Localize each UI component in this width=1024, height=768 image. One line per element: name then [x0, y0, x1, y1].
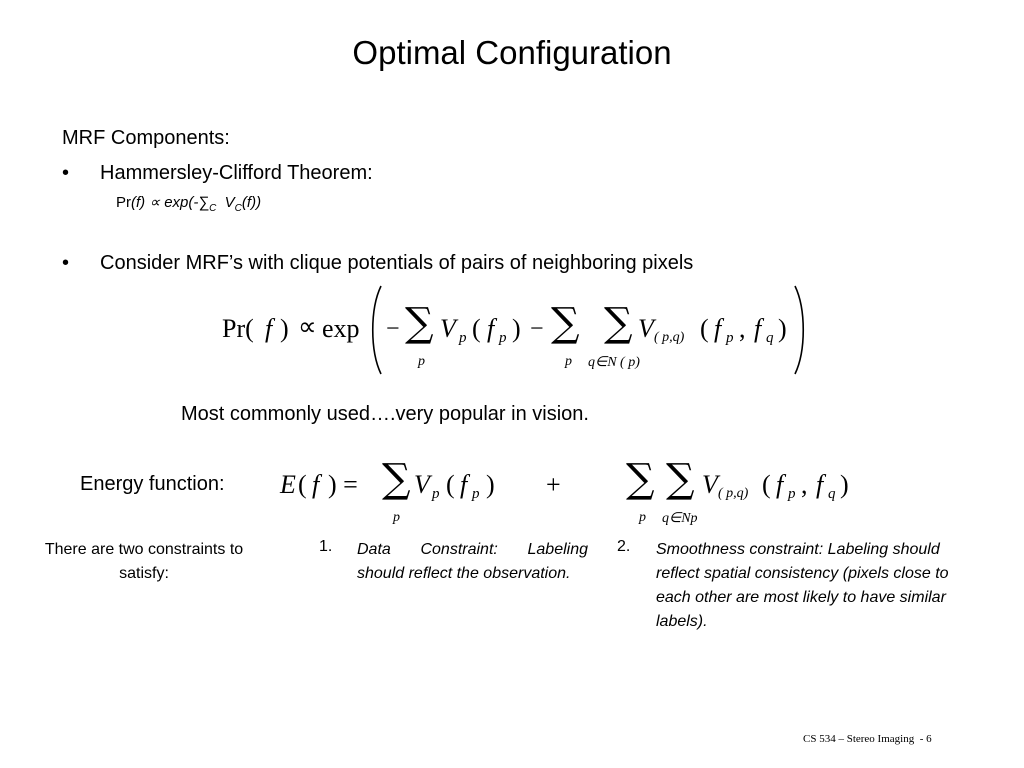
- eq1-f2-sub: p: [726, 330, 734, 346]
- eq2-lp0: (: [298, 470, 307, 499]
- eq1-lp1: (: [472, 314, 481, 343]
- eq1-sum2: ∑: [551, 300, 580, 346]
- eq2-f1-sub: p: [472, 486, 480, 502]
- eq2-f2: f: [776, 470, 784, 499]
- hc-formula: Pr(f) ∝ exp(-∑C VC(f)): [116, 193, 261, 214]
- eq2-lp1: (: [446, 470, 455, 499]
- eq1-f3: f: [754, 314, 762, 343]
- eq2-e: E: [280, 470, 296, 499]
- eq2-sum2: ∑: [626, 456, 655, 502]
- eq2-f2-sub: p: [788, 486, 796, 502]
- eq2-f1: f: [460, 470, 468, 499]
- eq1-sum1: ∑: [405, 300, 434, 346]
- eq1-rp2: ): [778, 314, 787, 343]
- hc-v: V: [224, 194, 235, 211]
- eq2-sum2-sub: p: [639, 510, 646, 525]
- eq1-comma: ,: [739, 314, 746, 343]
- hc-sub-c: C: [209, 203, 217, 214]
- eq2-comma: ,: [801, 470, 808, 499]
- energy-function-label: Energy function:: [80, 473, 225, 495]
- constraint-1-text: Data Constraint: Labeling should reflect…: [357, 541, 588, 582]
- eq1-left-paren: [371, 285, 382, 375]
- bullet-clique-potentials: Consider MRF’s with clique potentials of…: [100, 252, 694, 274]
- eq1-v1: V: [440, 314, 456, 343]
- eq2-v1-sub: p: [432, 486, 440, 502]
- eq1-close: ): [280, 314, 289, 343]
- bullet-hammersley-clifford: Hammersley-Clifford Theorem:: [100, 162, 373, 184]
- eq1-sum2-sub: p: [565, 354, 572, 369]
- eq2-f0: f: [312, 470, 320, 499]
- constraints-intro: There are two constraints to satisfy:: [44, 541, 244, 582]
- eq1-minus2: −: [530, 316, 544, 342]
- eq2-sum3: ∑: [666, 456, 695, 502]
- eq2-rp2: ): [840, 470, 849, 499]
- eq1-propto: ∝: [298, 312, 317, 341]
- eq2-sum1: ∑: [382, 456, 411, 502]
- constraint-2-number: 2.: [617, 538, 631, 555]
- eq1-pr: Pr(: [222, 314, 254, 343]
- bullet-dot-2: •: [62, 252, 70, 274]
- hc-pr: Pr: [116, 194, 131, 211]
- eq1-v1-sub: p: [459, 330, 467, 346]
- eq2-f3: f: [816, 470, 824, 499]
- eq1-right-paren: [794, 285, 805, 375]
- eq1-v2-sub: ( p,q): [654, 330, 685, 345]
- eq1-f1-sub: p: [499, 330, 507, 346]
- eq2-sum1-sub: p: [393, 510, 400, 525]
- hc-rest: (f) ∝ exp(-∑: [131, 194, 210, 211]
- eq1-minus1: −: [386, 316, 400, 342]
- eq2-v1: V: [414, 470, 430, 499]
- eq1-v2: V: [638, 314, 654, 343]
- page-title: Optimal Configuration: [352, 34, 672, 71]
- bullet-dot-1: •: [62, 162, 70, 184]
- eq1-f3-sub: q: [766, 330, 774, 346]
- eq1-f: f: [265, 314, 273, 343]
- eq2-plus: +: [546, 470, 561, 499]
- eq2-rp1: ): [486, 470, 495, 499]
- constraint-2-text: Smoothness constraint: Labeling should r…: [656, 541, 949, 630]
- eq2-eq: ) =: [328, 470, 358, 499]
- eq1-sum1-sub: p: [418, 354, 425, 369]
- hc-end: (f)): [241, 194, 262, 211]
- eq1-f2: f: [714, 314, 722, 343]
- eq2-v2: V: [702, 470, 718, 499]
- slide-footer: CS 534 – Stereo Imaging - 6: [803, 733, 932, 745]
- eq1-lp2: (: [700, 314, 709, 343]
- hc-sub-c2: C: [234, 203, 242, 214]
- eq2-sum3-sub: q∈Np: [662, 511, 698, 526]
- eq1-sum3-sub: q∈N ( p): [588, 355, 640, 370]
- eq1-f1: f: [487, 314, 495, 343]
- most-commonly-used: Most commonly used….very popular in visi…: [181, 403, 589, 425]
- constraint-1-number: 1.: [319, 538, 333, 555]
- eq1-exp: exp: [322, 314, 360, 343]
- eq2-v2-sub: ( p,q): [718, 486, 749, 501]
- eq1-sum3: ∑: [604, 300, 633, 346]
- mrf-components-heading: MRF Components:: [62, 127, 230, 149]
- eq2-f3-sub: q: [828, 486, 836, 502]
- eq1-rp1: ): [512, 314, 521, 343]
- eq2-lp2: (: [762, 470, 771, 499]
